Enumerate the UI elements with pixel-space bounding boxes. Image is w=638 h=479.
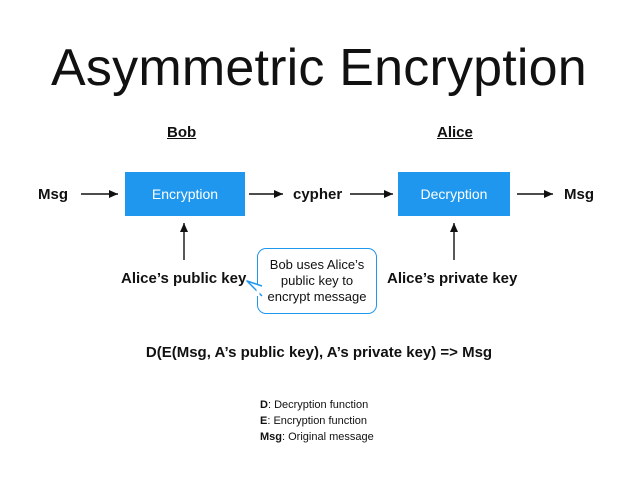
alice-label: Alice [437,124,473,141]
decryption-box: Decryption [398,172,510,216]
callout-text: Bob uses Alice’s public key to encrypt m… [267,257,367,304]
callout-bubble: Bob uses Alice’s public key to encrypt m… [257,248,377,314]
bob-label: Bob [167,124,197,141]
legend-item-e: E: Encryption function [260,415,368,427]
decryption-formula: D(E(Msg, A’s public key), A’s private ke… [145,344,493,361]
encryption-box: Encryption [125,172,245,216]
cypher-label: cypher [293,186,343,203]
input-msg-label: Msg [38,186,68,203]
page-title: Asymmetric Encryption [51,39,587,97]
legend-item-msg: Msg: Original message [260,431,374,443]
legend-item-d: D: Decryption function [260,399,369,411]
private-key-label: Alice’s private key [387,270,518,287]
legend: D: Decryption function E: Encryption fun… [260,397,374,445]
output-msg-label: Msg [564,186,594,203]
public-key-label: Alice’s public key [121,270,247,287]
